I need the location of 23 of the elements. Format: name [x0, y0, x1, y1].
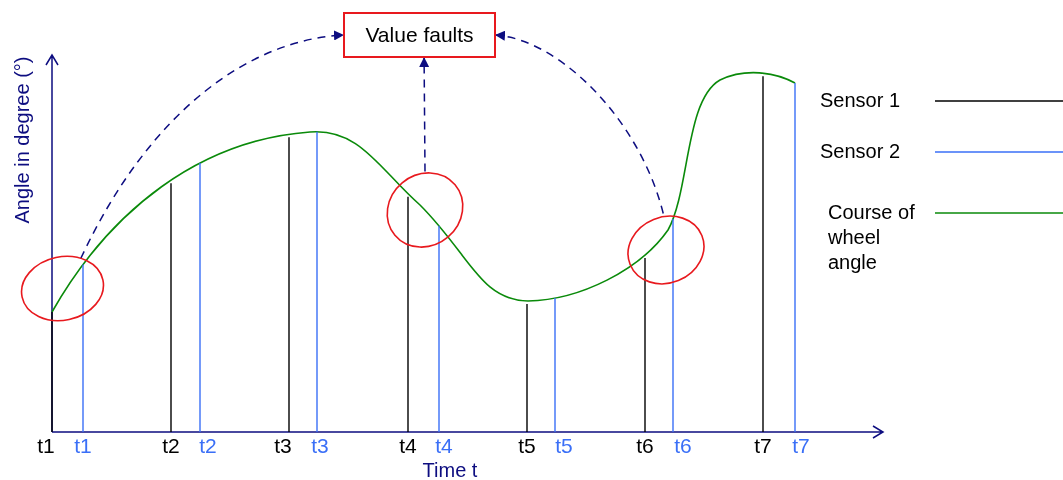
- tick-label: t4: [435, 434, 453, 456]
- tick-label: t5: [555, 434, 573, 456]
- dashed-arrow: [79, 31, 344, 260]
- tick-label: t1: [74, 434, 92, 456]
- tick-label: t3: [311, 434, 329, 456]
- dashed-arrow: [419, 57, 430, 173]
- tick-label: t1: [37, 434, 55, 456]
- legend-text: Course of wheel angle: [828, 200, 916, 275]
- tick-label: t7: [792, 434, 810, 456]
- tick-label: t6: [636, 434, 654, 456]
- legend-text: Sensor 2: [820, 139, 902, 164]
- tick-label: t5: [518, 434, 536, 456]
- fault-box: Value faults: [343, 12, 496, 58]
- dashed-arrow: [495, 31, 664, 215]
- tick-label: t7: [754, 434, 772, 456]
- tick-label: t4: [399, 434, 417, 456]
- axis-title: Time t: [422, 460, 478, 480]
- legend-text: Sensor 1: [820, 88, 902, 113]
- tick-label: t3: [274, 434, 292, 456]
- tick-label: t2: [162, 434, 180, 456]
- tick-label: t6: [674, 434, 692, 456]
- axis-title: Angle in degree (°): [12, 56, 32, 224]
- tick-label: t2: [199, 434, 217, 456]
